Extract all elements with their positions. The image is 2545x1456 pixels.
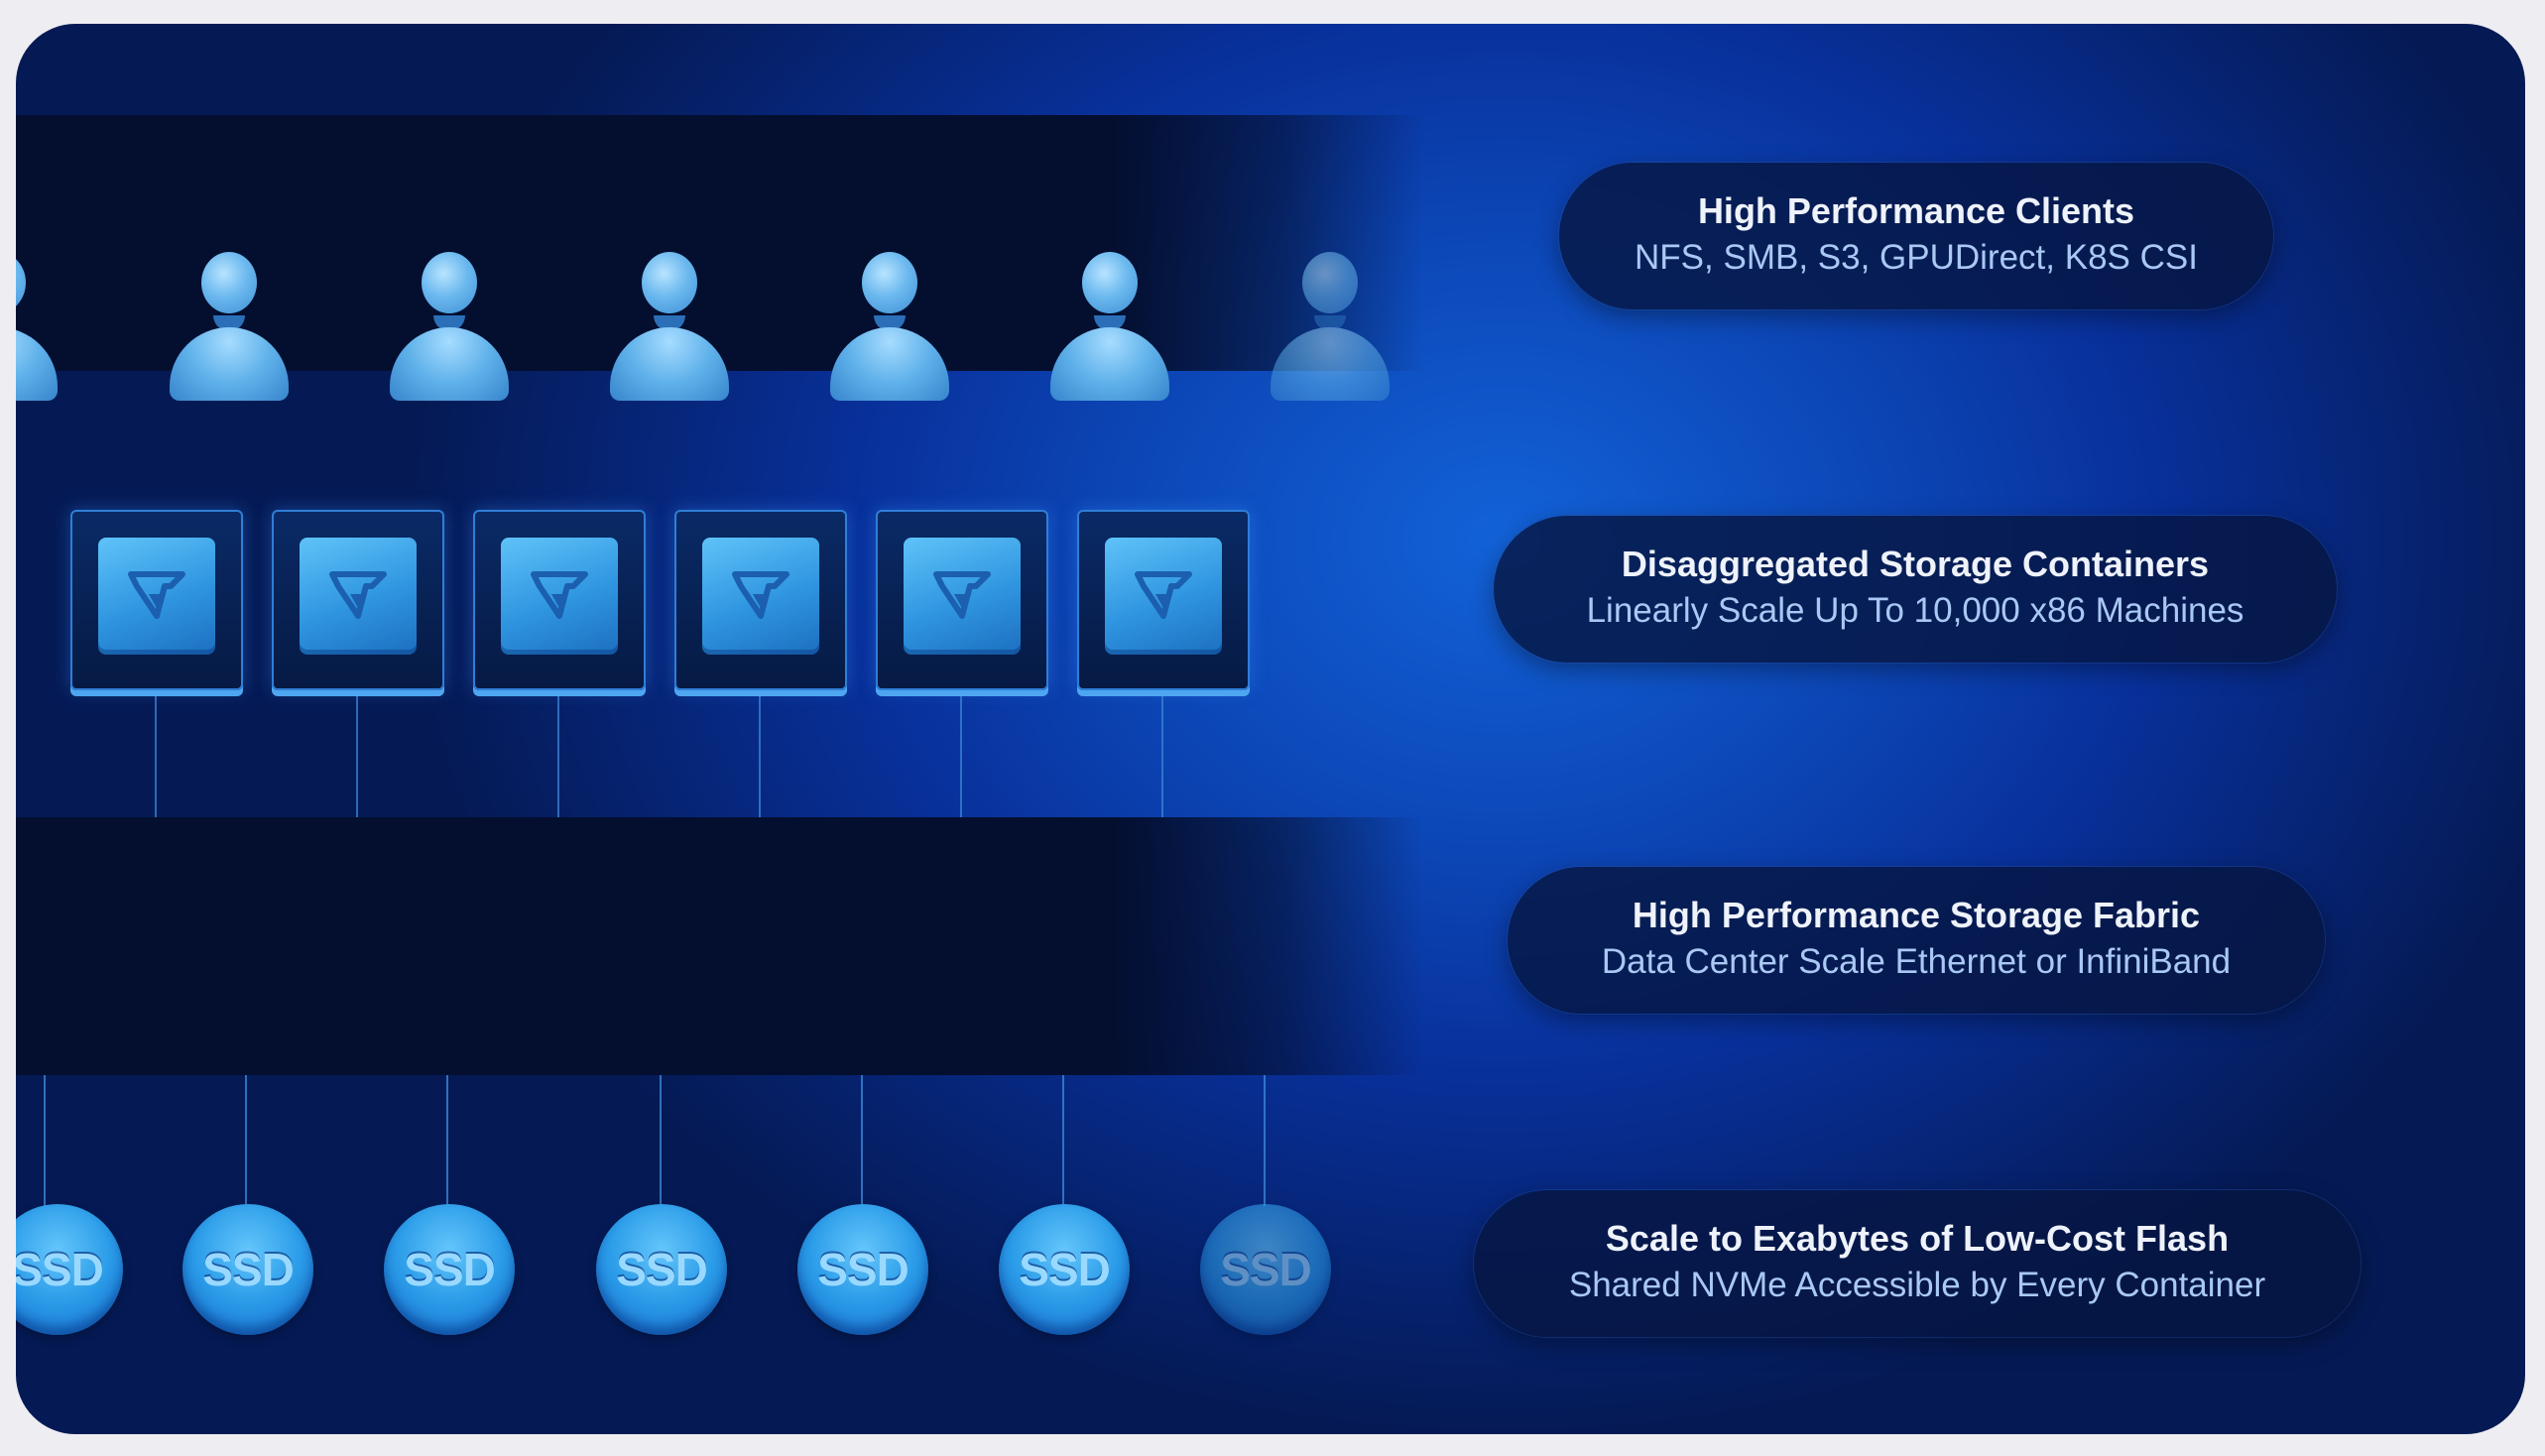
layer-title: High Performance Storage Fabric — [1632, 895, 2201, 935]
layer-subtitle: NFS, SMB, S3, GPUDirect, K8S CSI — [1635, 238, 2198, 277]
ssd-link — [446, 1075, 448, 1206]
vast-logo-icon — [702, 538, 819, 655]
container-link — [155, 686, 157, 817]
ssd-link — [1062, 1075, 1064, 1206]
person-icon — [170, 252, 289, 401]
layer-title: Disaggregated Storage Containers — [1621, 544, 2210, 584]
ssd-disk-icon: SSD — [797, 1204, 928, 1335]
fabric-label: High Performance Storage Fabric Data Cen… — [1508, 867, 2325, 1014]
vast-logo-icon — [98, 538, 215, 655]
layer-title: Scale to Exabytes of Low-Cost Flash — [1605, 1218, 2230, 1259]
ssd-link — [44, 1075, 46, 1206]
flash-label: Scale to Exabytes of Low-Cost Flash Shar… — [1474, 1190, 2361, 1337]
vast-logo-icon — [904, 538, 1021, 655]
container-link — [1161, 686, 1163, 817]
ssd-link — [660, 1075, 662, 1206]
person-icon — [16, 252, 58, 401]
storage-container — [1077, 510, 1250, 690]
ssd-disk-icon: SSD — [384, 1204, 515, 1335]
person-icon — [610, 252, 729, 401]
container-link — [557, 686, 559, 817]
ssd-disk-icon: SSD — [596, 1204, 727, 1335]
clients-band — [16, 115, 1424, 401]
ssd-link — [861, 1075, 863, 1206]
storage-container — [876, 510, 1048, 690]
person-icon — [1050, 252, 1169, 401]
layer-subtitle: Linearly Scale Up To 10,000 x86 Machines — [1586, 591, 2244, 630]
containers-label: Disaggregated Storage Containers Linearl… — [1494, 516, 2337, 663]
layer-subtitle: Data Center Scale Ethernet or InfiniBand — [1601, 942, 2232, 981]
container-link — [960, 686, 962, 817]
ssd-disk-icon: SSD — [16, 1204, 123, 1335]
person-icon — [830, 252, 949, 401]
storage-container — [473, 510, 646, 690]
container-link — [759, 686, 761, 817]
storage-container — [272, 510, 444, 690]
fabric-band — [16, 817, 1424, 1075]
ssd-disk-icon: SSD — [1200, 1204, 1331, 1335]
vast-logo-icon — [501, 538, 618, 655]
storage-container — [674, 510, 847, 690]
ssd-link — [1264, 1075, 1266, 1206]
person-icon — [1271, 252, 1390, 401]
ssd-disk-icon: SSD — [999, 1204, 1130, 1335]
vast-logo-icon — [300, 538, 417, 655]
storage-container — [70, 510, 243, 690]
architecture-diagram: SSD SSD SSD SSD SSD SSD SSD High Perform… — [16, 24, 2525, 1434]
layer-subtitle: Shared NVMe Accessible by Every Containe… — [1568, 1266, 2266, 1304]
ssd-disk-icon: SSD — [182, 1204, 313, 1335]
person-icon — [390, 252, 509, 401]
vast-logo-icon — [1105, 538, 1222, 655]
container-link — [356, 686, 358, 817]
clients-label: High Performance Clients NFS, SMB, S3, G… — [1559, 163, 2273, 309]
ssd-link — [245, 1075, 247, 1206]
layer-title: High Performance Clients — [1697, 190, 2135, 231]
